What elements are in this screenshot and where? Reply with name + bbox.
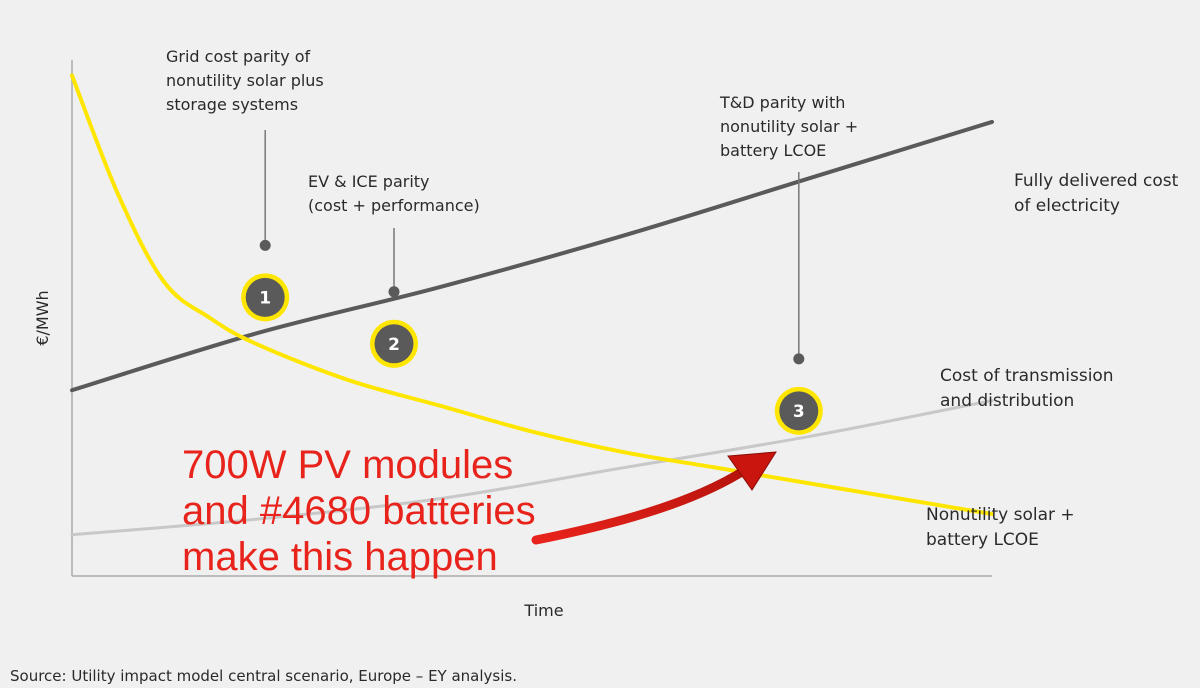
marker-dot-1 — [259, 239, 271, 251]
annotation-arrow-head — [727, 451, 777, 491]
source-note: Source: Utility impact model central sce… — [10, 667, 517, 685]
series-line-transmission-distribution — [70, 399, 994, 537]
x-axis-label: Time — [523, 601, 563, 620]
marker-number-1: 1 — [259, 288, 271, 308]
marker-dot-2 — [388, 286, 400, 298]
axes: Time €/MWh — [33, 60, 992, 620]
annotation-arrow-shaft — [531, 465, 750, 545]
marker-dot-3 — [793, 353, 805, 365]
marker-disc-1 — [245, 277, 285, 317]
series-label-solar-battery-lcoe: Nonutility solar +battery LCOE — [926, 505, 1075, 550]
series-lines — [70, 73, 994, 537]
marker-disc-3 — [779, 391, 819, 431]
marker-disc-2 — [374, 324, 414, 364]
parity-marker-2: 2 EV & ICE parity(cost + performance) — [308, 172, 480, 368]
series-line-fully-delivered-cost — [70, 119, 994, 393]
marker-number-2: 2 — [388, 335, 400, 355]
series-line-solar-battery-lcoe — [70, 73, 994, 517]
y-axis-label: €/MWh — [33, 290, 52, 345]
marker-number-3: 3 — [793, 402, 805, 422]
marker-callout-2: EV & ICE parity(cost + performance) — [308, 172, 480, 215]
